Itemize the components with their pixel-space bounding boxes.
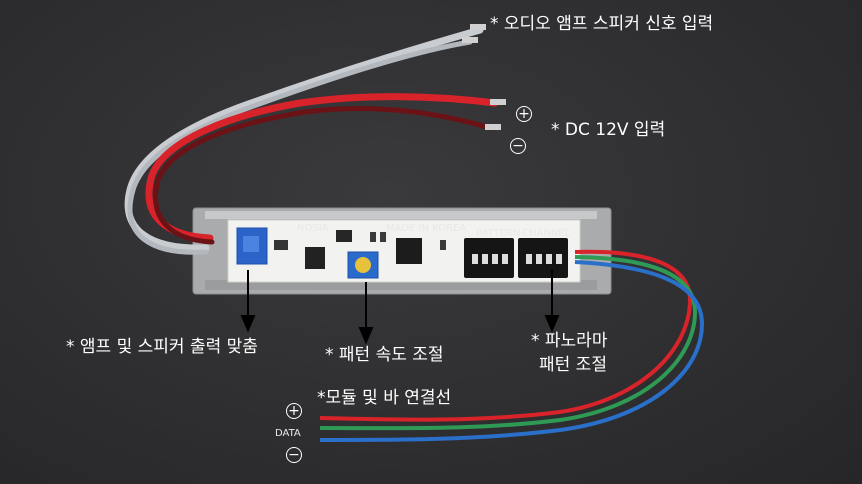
smd-part	[440, 240, 446, 250]
potentiometer-knob	[243, 236, 259, 252]
pattern-speed-label: * 패턴 속도 조절	[325, 345, 444, 365]
wire-tip	[485, 124, 501, 130]
minus-sign: −	[510, 138, 526, 154]
channel-label: CHANNEL	[522, 228, 571, 239]
data-label: DATA	[275, 428, 301, 439]
ic-chip	[305, 247, 325, 269]
wire-tip	[470, 24, 486, 30]
pattern-label: PATTERN	[476, 228, 521, 239]
dc-input-label: * DC 12V 입력	[551, 120, 666, 140]
smd-part	[380, 232, 386, 242]
data-plus-sign: +	[286, 403, 302, 419]
output-wire-green	[319, 255, 698, 431]
smd-part	[274, 240, 288, 250]
callout-arrows	[240, 270, 560, 345]
audio-cable-strand	[127, 39, 473, 255]
wire-tip	[462, 37, 478, 43]
dc-positive-wire	[145, 93, 499, 242]
regulator-chip	[336, 230, 352, 242]
housing-rail	[205, 211, 597, 219]
amp-speaker-match-label: * 앰프 및 스피커 출력 맞춤	[66, 337, 258, 357]
dip-switch-pattern	[464, 238, 514, 278]
plus-sign: +	[516, 106, 532, 122]
speed-dial	[355, 257, 371, 273]
dip-switch-channel	[518, 238, 568, 278]
panorama-label: * 파노라마	[531, 331, 608, 351]
module-bar-cable-label: *모듈 및 바 연결선	[317, 388, 452, 408]
dc-negative-wire	[153, 106, 493, 245]
housing-bottom-rail	[205, 280, 597, 290]
wire-tip	[490, 99, 506, 105]
output-wire-red	[319, 249, 693, 422]
microcontroller-chip	[396, 238, 422, 264]
smd-part	[370, 232, 376, 242]
data-minus-sign: −	[286, 447, 302, 463]
panorama-pattern-label: 패턴 조절	[539, 355, 607, 375]
audio-input-label: * 오디오 앰프 스피커 신호 입력	[490, 14, 714, 34]
made-in-label: MADE IN KOREA	[386, 223, 467, 234]
output-wire-blue	[319, 260, 705, 442]
dip-levers	[472, 254, 562, 264]
board-brand: NOSIA	[297, 223, 329, 234]
